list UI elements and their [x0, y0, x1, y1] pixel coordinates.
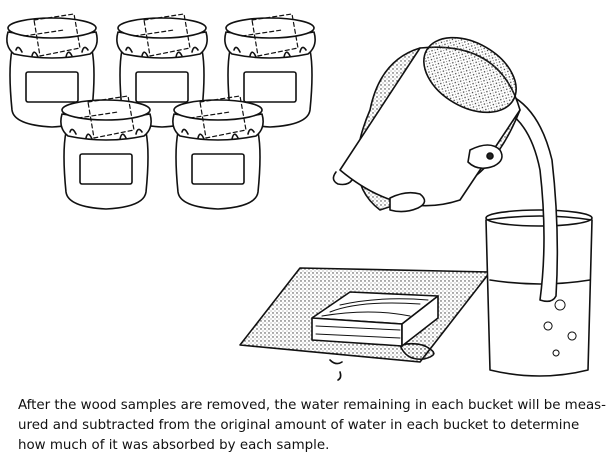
experiment-illustration	[6, 13, 593, 381]
water-stream	[499, 94, 559, 303]
figure-caption: After the wood samples are removed, the …	[18, 396, 606, 456]
caption-line-1: After the wood samples are removed, the …	[18, 398, 606, 413]
beaker	[485, 209, 593, 377]
caption-line-2: ured and subtracted from the original am…	[18, 418, 580, 433]
wood-block	[311, 291, 439, 347]
jar-4	[60, 95, 152, 210]
caption-line-3: how much of it was absorbed by each samp…	[18, 438, 330, 453]
jar-5	[172, 95, 264, 210]
bucket	[332, 36, 521, 213]
